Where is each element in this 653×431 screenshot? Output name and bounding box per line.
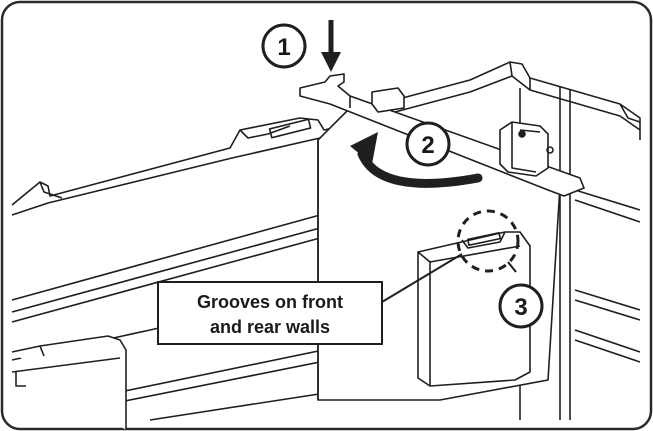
lower-left-block	[11, 335, 127, 430]
step2-circle	[405, 121, 451, 167]
grooves-label-box: Grooves on front and rear walls	[157, 281, 383, 345]
back-rail	[11, 117, 361, 206]
label-leader-line	[381, 253, 463, 303]
rotate-arrow-icon	[350, 132, 483, 188]
step1-circle	[261, 23, 307, 69]
step3-number: 3	[514, 294, 527, 321]
down-arrow-icon	[321, 20, 341, 72]
step3-leader-line	[507, 261, 517, 273]
step2-number: 2	[421, 132, 434, 159]
step3-circle	[498, 283, 544, 329]
step3-callout: 3	[498, 283, 544, 329]
grooved-post	[417, 231, 531, 387]
label-line2: and rear walls	[210, 317, 330, 337]
dashed-circle-highlight	[456, 209, 520, 273]
label-line1: Grooves on front	[197, 292, 343, 312]
step1-number: 1	[277, 34, 290, 61]
right-wall	[394, 61, 641, 140]
step2-callout: 2	[350, 121, 483, 188]
front-rail	[11, 214, 321, 301]
step1-callout: 1	[261, 20, 341, 72]
